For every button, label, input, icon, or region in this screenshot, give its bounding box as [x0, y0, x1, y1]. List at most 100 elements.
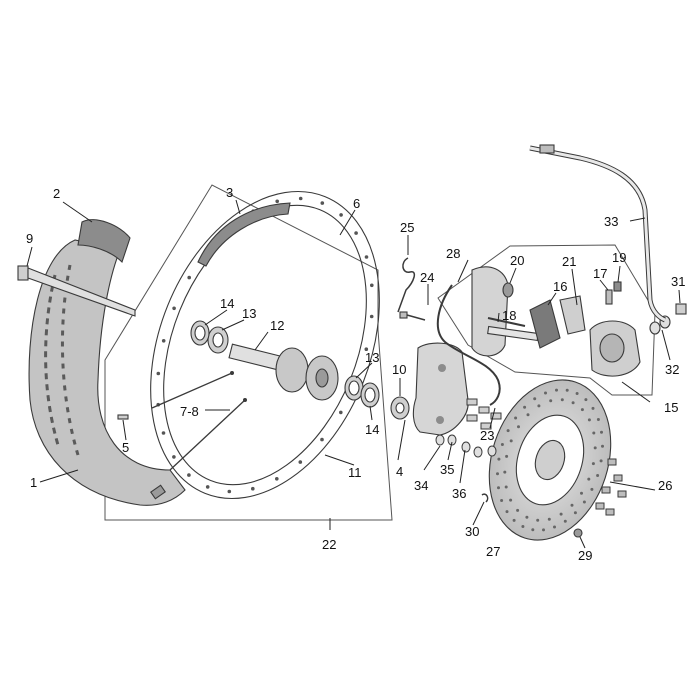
- disc-hole: [533, 397, 537, 401]
- callout-34: 34: [414, 478, 428, 493]
- screw-24: [399, 311, 426, 321]
- callout-33: 33: [604, 214, 618, 229]
- callout-10: 10: [392, 362, 406, 377]
- disc-hole: [497, 486, 500, 490]
- disc-hole: [571, 401, 575, 405]
- disc-hole: [555, 388, 558, 392]
- disc-hole: [500, 499, 504, 502]
- disc-hole: [521, 525, 525, 528]
- disc-hole: [525, 515, 529, 519]
- rim-hole: [161, 339, 166, 343]
- callout-32: 32: [665, 362, 679, 377]
- callout-5: 5: [122, 440, 129, 455]
- washer: [487, 445, 497, 457]
- tyre-valve: [150, 484, 166, 500]
- callout-28: 28: [446, 246, 460, 261]
- disc-hole: [509, 498, 513, 502]
- pad-spring-21: [559, 295, 586, 335]
- brake-hose: [436, 284, 501, 406]
- disc-hole: [547, 517, 551, 521]
- spring-20: [502, 282, 514, 298]
- disc-bolts: [595, 458, 627, 516]
- rim-hole: [298, 460, 303, 464]
- callout-labels: 1 2 3 4 5 6 7-8 9 10 11 12 13 13 14 14 1…: [26, 185, 685, 563]
- callout-6: 6: [353, 196, 360, 211]
- callout-12: 12: [270, 318, 284, 333]
- rim-hole: [370, 283, 374, 288]
- callout-30: 30: [465, 524, 479, 539]
- callout-7-8: 7-8: [180, 404, 199, 419]
- disc-hole: [587, 477, 591, 481]
- rim-hole: [275, 477, 279, 481]
- callout-15: 15: [664, 400, 678, 415]
- rim-strip: [197, 202, 291, 267]
- disc-hole: [503, 470, 507, 474]
- disc-hole: [500, 443, 504, 446]
- callout-11: 11: [348, 465, 362, 480]
- callout-14-left: 14: [220, 296, 234, 311]
- callout-17: 17: [593, 266, 607, 281]
- disc-hole: [563, 519, 567, 523]
- disc-hole: [565, 388, 569, 392]
- disc-hole: [505, 510, 509, 514]
- callout-1: 1: [30, 475, 37, 490]
- disc-hole: [505, 454, 509, 458]
- callout-31: 31: [671, 274, 685, 289]
- callout-27: 27: [486, 544, 500, 559]
- disc-hole: [496, 472, 499, 476]
- disc-hole: [590, 487, 594, 491]
- disc-hole: [553, 525, 556, 529]
- rim-hole: [364, 255, 369, 259]
- disc-bolt: [613, 474, 623, 482]
- disc-bolt: [595, 502, 605, 510]
- callout-4: 4: [396, 464, 403, 479]
- washer: [473, 446, 483, 458]
- rim-hole: [156, 371, 161, 376]
- rim-hole: [320, 437, 324, 442]
- axle-spindle: [17, 265, 136, 317]
- brake-disc-holes: [496, 388, 604, 532]
- washer: [447, 434, 457, 446]
- bracket-bolt: [478, 406, 490, 414]
- bleed-screw: [605, 289, 613, 305]
- caliper-body: [471, 266, 539, 357]
- rim-hole: [369, 314, 374, 319]
- bracket-bolt: [466, 398, 478, 406]
- bearing-left: [207, 326, 229, 354]
- disc-hole: [537, 404, 541, 408]
- disc-hole: [596, 474, 600, 477]
- callout-22: 22: [322, 537, 336, 552]
- pad-pin: [487, 317, 526, 327]
- disc-hole: [544, 391, 547, 395]
- rim-hole: [275, 199, 280, 204]
- callout-25: 25: [400, 220, 414, 235]
- rim-hole: [227, 489, 232, 494]
- disc-bolt: [607, 458, 617, 466]
- washer: [461, 441, 471, 453]
- callout-20: 20: [510, 253, 524, 268]
- caliper-assembly-frame: [437, 244, 656, 396]
- disc-hole: [599, 459, 603, 463]
- disc-hole: [570, 503, 574, 507]
- callout-24: 24: [420, 270, 434, 285]
- caliper-piston-housing: [589, 320, 641, 377]
- disc-bolt: [605, 508, 615, 516]
- wheel-assembly-frame: [104, 184, 393, 521]
- disc-bolt: [617, 490, 627, 498]
- disc-hole: [506, 429, 510, 433]
- clip-30: [481, 493, 489, 503]
- rim-hole: [320, 201, 325, 205]
- disc-hole: [584, 398, 588, 402]
- disc-hole: [560, 398, 564, 402]
- disc-hole: [580, 491, 583, 495]
- callout-16: 16: [553, 279, 567, 294]
- disc-hole: [536, 518, 540, 522]
- rim-hole: [172, 306, 176, 311]
- bracket-bolt: [466, 414, 478, 422]
- bearing-right: [344, 375, 364, 401]
- callout-21: 21: [562, 254, 576, 269]
- disc-hole: [591, 462, 595, 466]
- callout-13-right: 13: [365, 350, 379, 365]
- caliper-bracket: [412, 342, 469, 436]
